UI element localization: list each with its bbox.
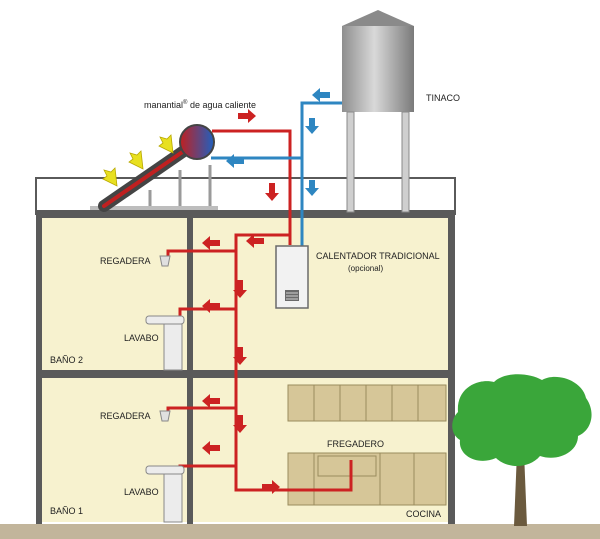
sink-lower-label: LAVABO [124,487,159,497]
shower-lower-label: REGADERA [100,411,151,421]
tank-label: TINACO [426,93,460,103]
solar-collector [90,124,218,212]
sink-lower [145,465,185,523]
room-bath-2 [42,218,187,370]
cold-water-pipes [211,101,342,246]
floor-slab [36,370,455,378]
sink-upper-label: LAVABO [124,333,159,343]
shower-head-upper [159,255,171,267]
heater-label: CALENTADOR TRADICIONAL [316,251,440,261]
sun-arrows [102,134,174,187]
roof-slab [36,210,455,218]
sink-upper [145,315,185,371]
ground [0,524,600,539]
shower-upper-label: REGADERA [100,256,151,266]
wall-right [448,210,455,524]
room-bath-1 [42,378,187,522]
water-tank [342,10,414,213]
heater-note: (opcional) [348,264,383,273]
kitchen-sink-label: FREGADERO [327,439,384,449]
shower-head-lower [159,410,171,422]
kitchen-label: COCINA [406,509,441,519]
collector-label: manantial® de agua caliente [144,99,256,110]
wall-left [36,210,42,524]
bath-1-label: BAÑO 1 [50,506,83,516]
hot-flow-arrows [202,109,280,494]
kitchen-sink-basin [317,455,377,477]
cold-flow-arrows [226,88,330,196]
room-upper-main [193,218,448,370]
wall-middle [187,218,193,524]
kitchen-counter [287,452,447,506]
bath-2-label: BAÑO 2 [50,355,83,365]
tree [452,374,592,526]
traditional-heater [275,245,309,309]
kitchen-upper-cabinets [287,384,447,422]
